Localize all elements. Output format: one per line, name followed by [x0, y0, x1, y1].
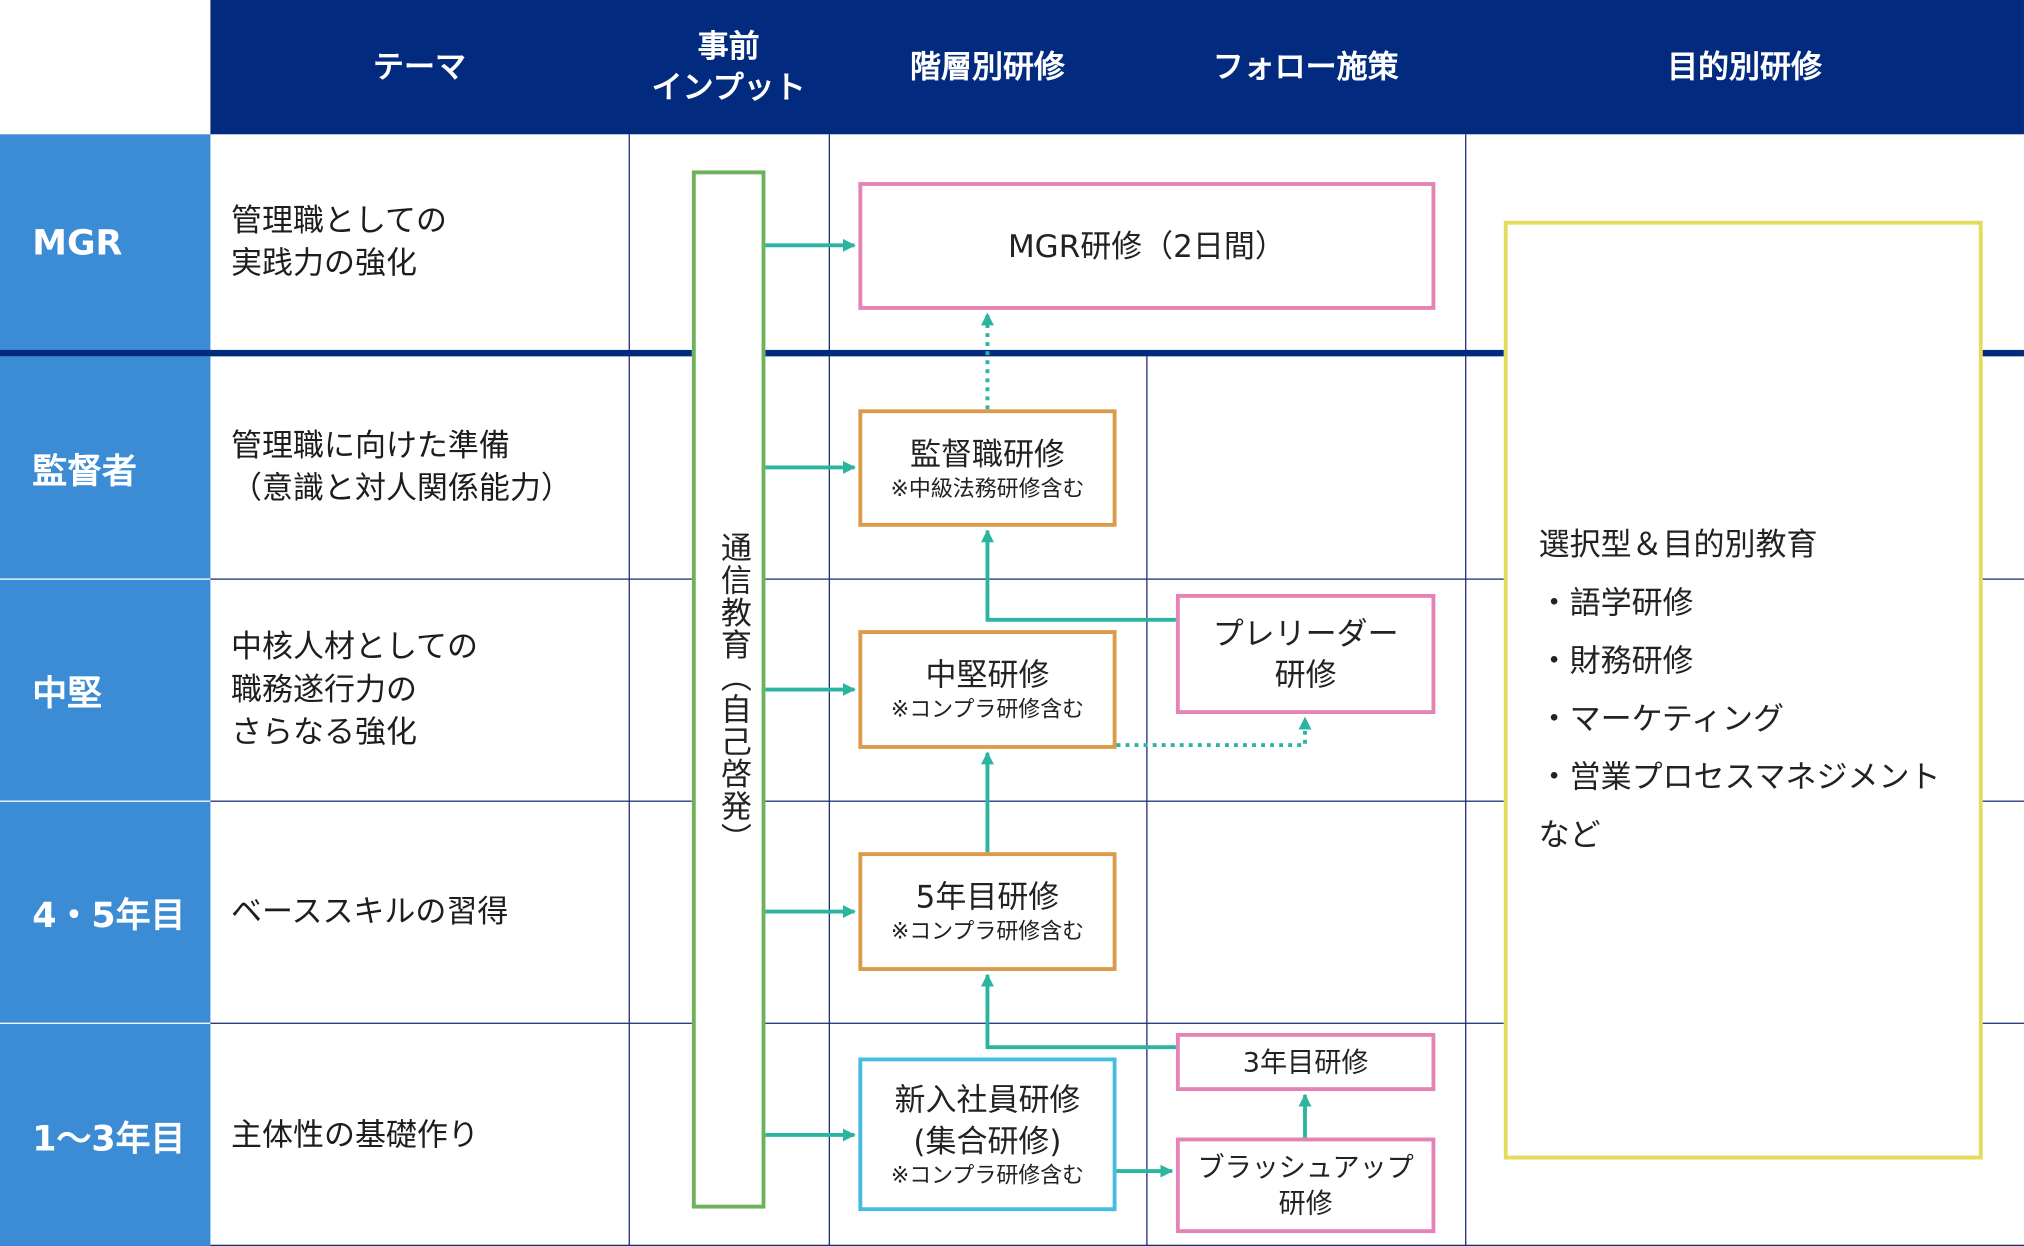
new-hire-training-box: 新入社員研修 (集合研修) ※コンプラ研修含む [858, 1057, 1117, 1212]
grid-line [210, 1022, 2024, 1024]
header-theme: テーマ [373, 49, 466, 86]
header-purpose-training: 目的別研修 [1667, 49, 1822, 86]
theme-midlevel: 中核人材としての 職務遂行力の さらなる強化 [231, 628, 478, 751]
correspondence-course-box [691, 170, 766, 1209]
theme-4-5-year: ベーススキルの習得 [231, 893, 509, 930]
level-label: 4・5年目 [32, 896, 186, 937]
level-label: MGR [32, 222, 123, 263]
level-4-5-year: 4・5年目 [0, 801, 211, 1023]
purpose-item: ・語学研修 [1538, 584, 1694, 621]
fifth-year-training-box: 5年目研修 ※コンプラ研修含む [858, 852, 1117, 971]
grid-line [210, 578, 2024, 580]
purpose-item: ・マーケティング [1538, 700, 1785, 737]
third-year-training-box: 3年目研修 [1175, 1032, 1436, 1092]
pre-leader-training-box: プレリーダー 研修 [1175, 593, 1436, 715]
level-1-3-year: 1〜3年目 [0, 1023, 211, 1246]
midlevel-training-note: ※コンプラ研修含む [890, 697, 1085, 724]
midlevel-training-title: 中堅研修 [925, 657, 1050, 694]
level-supervisor: 監督者 [0, 356, 211, 579]
header-follow-up: フォロー施策 [1212, 49, 1399, 86]
new-hire-training-title: 新入社員研修 (集合研修) [894, 1081, 1081, 1159]
theme-supervisor: 管理職に向けた準備 （意識と対人関係能力） [231, 427, 572, 507]
brushup-training-box: ブラッシュアップ 研修 [1175, 1137, 1436, 1234]
grid-line [210, 1244, 2024, 1246]
correspondence-course-label: 通信教育（自己啓発） [715, 531, 752, 855]
mgr-training-box: MGR研修（2日間） [858, 182, 1436, 310]
grid-line [210, 800, 2024, 802]
supervisor-training-box: 監督職研修 ※中級法務研修含む [858, 409, 1117, 527]
header-pre-input: 事前 インプット [651, 28, 806, 106]
purpose-heading: 選択型＆目的別教育 [1538, 526, 1818, 563]
level-midlevel: 中堅 [0, 579, 211, 801]
fifth-year-training-note: ※コンプラ研修含む [890, 919, 1085, 946]
arrow-preleader-to-supervisor [981, 529, 1176, 622]
third-year-training-title: 3年目研修 [1242, 1046, 1369, 1078]
fifth-year-training-title: 5年目研修 [915, 879, 1060, 916]
supervisor-training-note: ※中級法務研修含む [890, 475, 1085, 502]
supervisor-training-title: 監督職研修 [910, 435, 1065, 472]
level-label: 監督者 [32, 451, 137, 492]
pre-leader-training-title: プレリーダー 研修 [1212, 615, 1399, 693]
level-label: 中堅 [32, 674, 102, 715]
arrow-midlevel-to-preleader [1116, 716, 1312, 747]
grid-line [628, 134, 630, 1246]
theme-mgr: 管理職としての 実践力の強化 [231, 202, 447, 282]
mgr-separator [0, 349, 2024, 357]
brushup-training-title: ブラッシュアップ 研修 [1197, 1151, 1414, 1219]
new-hire-training-note: ※コンプラ研修含む [890, 1162, 1085, 1189]
header-bar [210, 0, 2024, 135]
mgr-training-title: MGR研修（2日間） [1007, 227, 1286, 265]
purpose-item: ・営業プロセスマネジメント [1538, 758, 1941, 795]
purpose-footer: など [1538, 816, 1601, 853]
arrow-third-to-fifth [981, 973, 1176, 1050]
grid-line [1465, 134, 1467, 1246]
level-mgr: MGR [0, 134, 211, 352]
purpose-item: ・財務研修 [1538, 642, 1694, 679]
theme-1-3-year: 主体性の基礎作り [231, 1116, 479, 1153]
purpose-training-box: 選択型＆目的別教育 ・語学研修 ・財務研修 ・マーケティング ・営業プロセスマネ… [1503, 220, 1983, 1160]
header-tiered-training: 階層別研修 [910, 49, 1065, 86]
midlevel-training-box: 中堅研修 ※コンプラ研修含む [858, 630, 1117, 749]
level-label: 1〜3年目 [32, 1118, 186, 1159]
